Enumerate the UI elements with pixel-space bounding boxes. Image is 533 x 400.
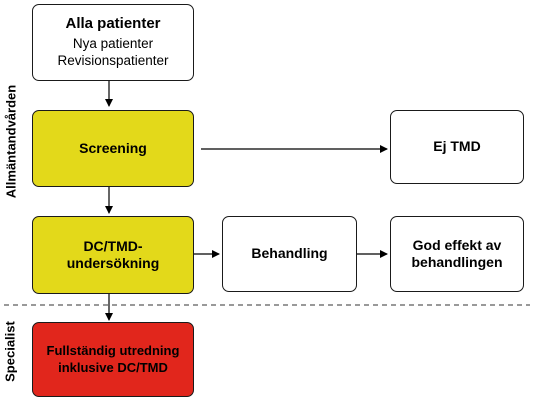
screening-label: Screening <box>79 139 147 156</box>
side-label-primary-care: Allmäntandvården <box>3 84 19 199</box>
new-patients-label: Nya patienter <box>72 36 154 51</box>
all-patients-title: Alla patienter <box>65 15 161 33</box>
treatment-label: Behandling <box>251 245 328 262</box>
no-tmd-label: Ej TMD <box>433 138 481 155</box>
screening-box: Screening <box>32 110 194 187</box>
good-effect-line1: God effekt av <box>412 236 502 253</box>
full-investigation-box: Fullständig utredning inklusive DC/TMD <box>32 322 194 397</box>
dc-tmd-line2: undersökning <box>66 255 160 271</box>
no-tmd-box: Ej TMD <box>390 110 524 184</box>
full-investigation-line1: Fullständig utredning <box>46 343 180 359</box>
full-investigation-line2: inklusive DC/TMD <box>58 359 168 375</box>
all-patients-box: Alla patienter Nya patienter Revisionspa… <box>32 4 194 81</box>
good-effect-box: God effekt av behandlingen <box>390 216 524 292</box>
revision-patients-label: Revisionspatienter <box>57 52 169 68</box>
dc-tmd-line1: DC/TMD- <box>83 237 143 254</box>
treatment-box: Behandling <box>222 216 357 292</box>
good-effect-line2: behandlingen <box>411 254 503 270</box>
dc-tmd-box: DC/TMD- undersökning <box>32 216 194 294</box>
side-label-specialist: Specialist <box>2 321 18 382</box>
